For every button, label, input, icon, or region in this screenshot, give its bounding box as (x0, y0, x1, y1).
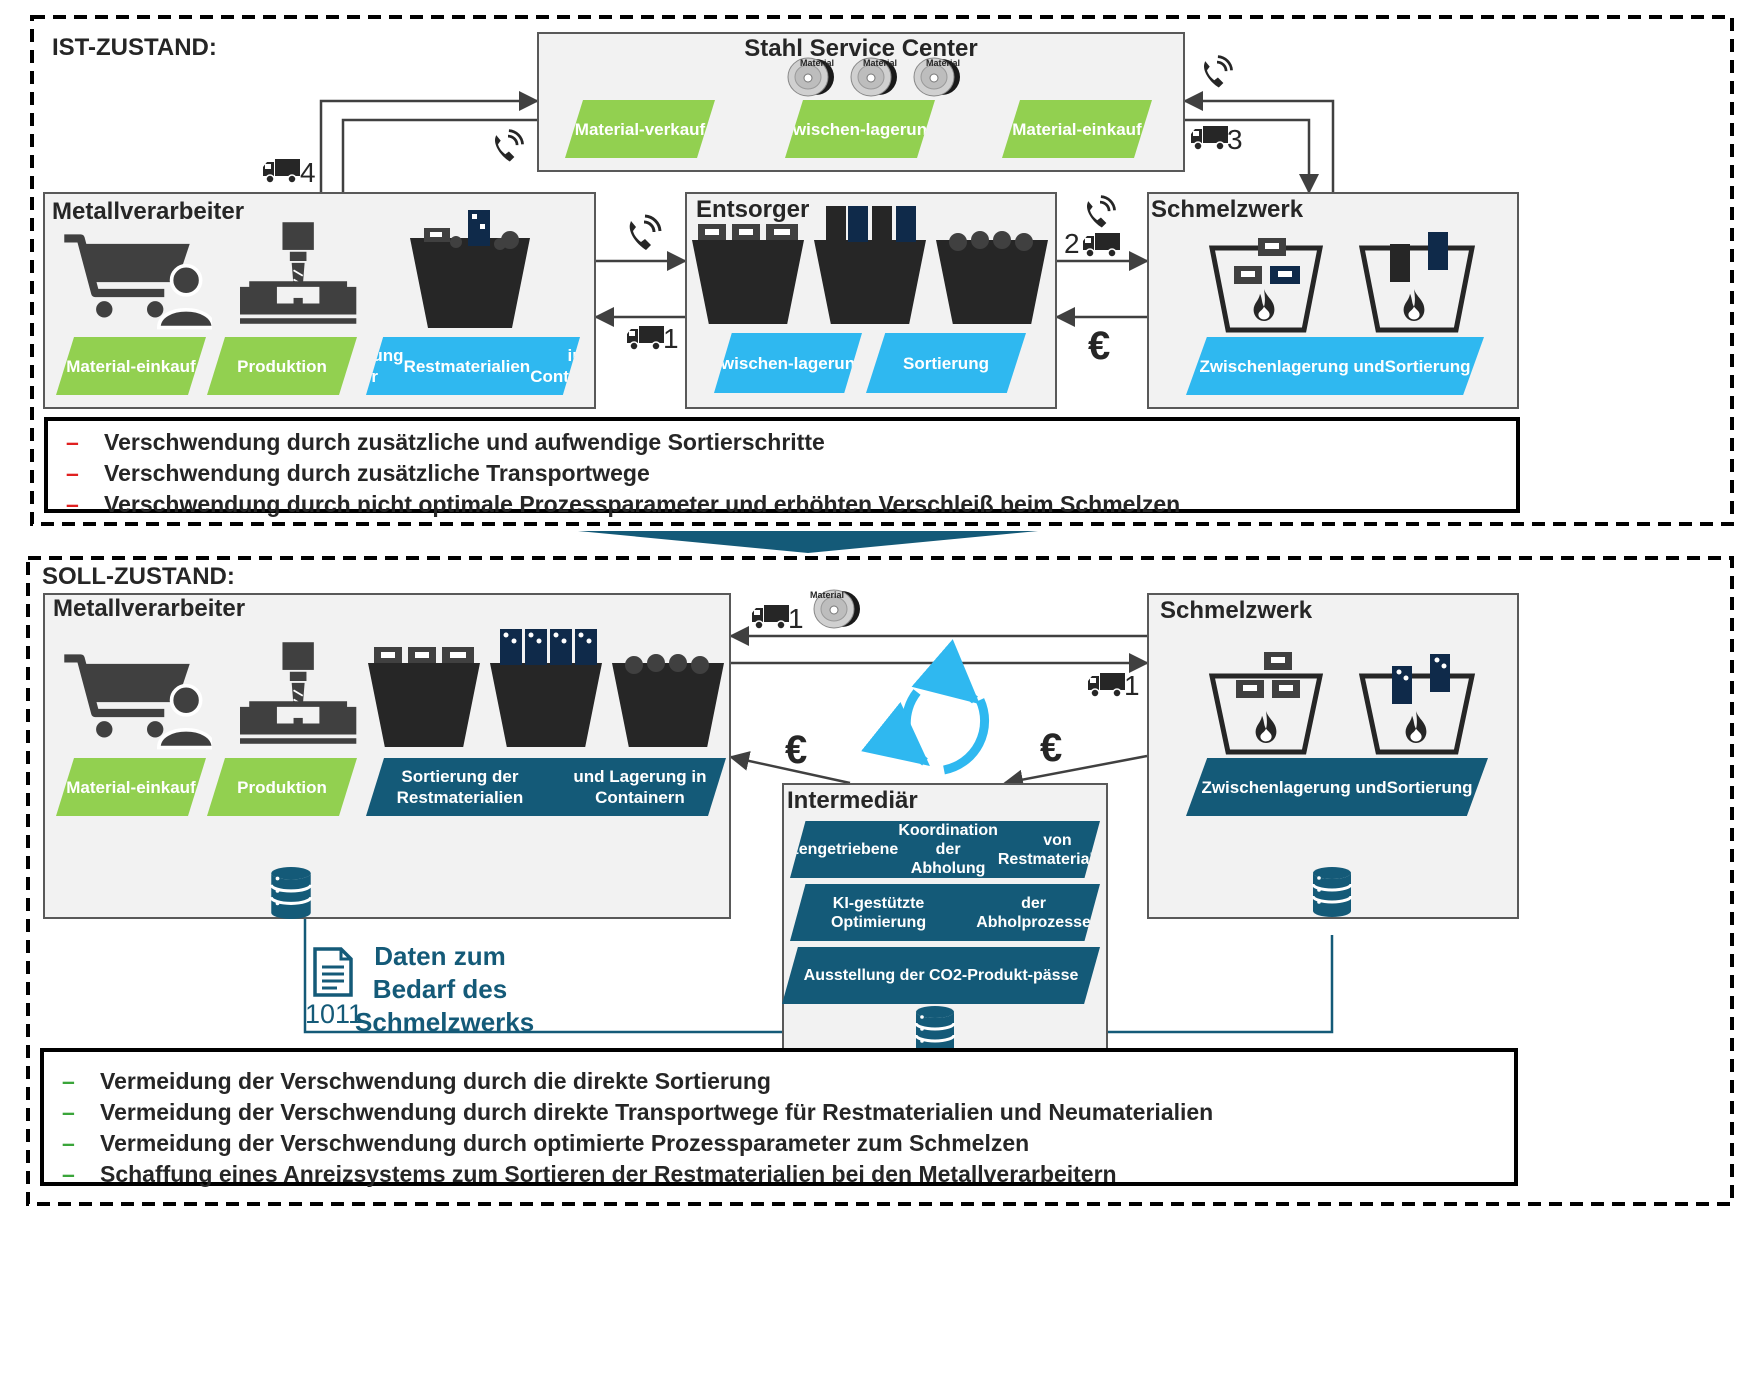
truck-icon (751, 604, 790, 630)
ssc-title: Stahl Service Center (744, 35, 978, 62)
material-rolls-icon: Material Material Material (787, 57, 961, 97)
phone-icon (493, 129, 524, 163)
route-number-1: 1 (1124, 670, 1140, 701)
cycle-arrow-right (911, 639, 980, 705)
waste-item: –Verschwendung durch zusätzliche und auf… (66, 429, 825, 455)
ist-metall-materialeinkauf: Material-einkauf (56, 337, 206, 395)
benefit-item: –Vermeidung der Verschwendung durch dire… (62, 1099, 1214, 1125)
roll-label: Material (800, 58, 834, 68)
euro-icon: € (785, 728, 808, 772)
ssc-materialverkauf: Material-verkauf (565, 100, 715, 158)
arrow-metall-to-ssc (319, 91, 539, 192)
route-number-1: 1 (788, 603, 804, 634)
roll-label: Material (926, 58, 960, 68)
furnace-icons (1208, 232, 1476, 333)
ist-metall-produktion: Produktion (207, 337, 357, 395)
milling-machine-icon (240, 222, 358, 324)
ist-label: IST-ZUSTAND: (52, 34, 217, 61)
ssc-materialeinkauf: Material-einkauf (1002, 100, 1152, 158)
arrow-intermediaer-to-metall (729, 751, 851, 785)
route-number-4: 4 (300, 157, 316, 188)
ist-waste-list: –Verschwendung durch zusätzliche und auf… (44, 417, 1520, 517)
document-icon (313, 947, 353, 997)
transition-chevron (578, 531, 1038, 553)
phone-icon (1202, 55, 1233, 89)
phone-icon (1085, 195, 1116, 229)
milling-machine-icon (240, 642, 358, 744)
sorted-containers-icon (368, 629, 724, 747)
cart-icon (62, 233, 212, 333)
ist-frame (30, 15, 1734, 526)
euro-icon: € (1088, 324, 1111, 368)
cart-icon (62, 653, 212, 753)
truck-icon (1082, 232, 1121, 258)
furnace-icons (1208, 652, 1476, 755)
intermediaer-title: Intermediär (787, 787, 918, 814)
arrow-schmelz-to-ssc (1183, 91, 1335, 192)
truck-icon (1087, 672, 1126, 698)
arrow-ssc-to-metall (341, 118, 537, 192)
soll-metall-title: Metallverarbeiter (53, 595, 246, 622)
container-icon (410, 210, 530, 328)
benefit-item: –Vermeidung der Verschwendung durch opti… (62, 1130, 1030, 1156)
entsorger-zwischenlagerung: Zwischen-lagerung (714, 333, 862, 393)
route-number-1: 1 (663, 323, 679, 354)
soll-benefit-list: –Vermeidung der Verschwendung durch die … (40, 1048, 1518, 1187)
benefit-item: –Vermeidung der Verschwendung durch die … (62, 1068, 771, 1094)
roll-label: Material (863, 58, 897, 68)
database-icon (270, 866, 312, 920)
truck-icon (626, 325, 665, 351)
database-icon (1312, 866, 1352, 918)
waste-item: –Verschwendung durch zusätzliche Transpo… (66, 460, 650, 486)
cycle-arrow-right-lower (942, 698, 990, 775)
soll-frame (26, 556, 1734, 1206)
soll-label: SOLL-ZUSTAND: (42, 563, 235, 590)
ist-schmelz-title: Schmelzwerk (1151, 196, 1304, 223)
euro-icon: € (1040, 726, 1063, 770)
ssc-zwischenlagerung: Zwischen-lagerung (785, 100, 935, 158)
soll-metall-materialeinkauf: Material-einkauf (56, 758, 206, 816)
roll-label: Material (810, 590, 844, 600)
phone-icon (628, 214, 662, 252)
soll-schmelz-box (1147, 593, 1519, 919)
binary-label: 1011 (305, 999, 364, 1029)
arrow-ssc-to-schmelz (1185, 118, 1319, 194)
entsorger-sortierung: Sortierung (866, 333, 1026, 393)
benefit-item: –Schaffung eines Anreizsystems zum Sorti… (62, 1161, 1117, 1187)
ist-metall-title: Metallverarbeiter (52, 198, 245, 225)
ist-metall-lagerung: Lagerung derRestmaterialienin Containern (366, 337, 580, 395)
sorted-containers-icon (692, 206, 1048, 324)
truck-icon (1190, 125, 1229, 151)
intermediaer-co2-paesse: Ausstellung der CO2-Produkt-pässe (782, 947, 1100, 1004)
cycle-arrow-left (861, 689, 930, 766)
truck-icon (262, 158, 301, 184)
route-number-2: 2 (1064, 228, 1080, 259)
soll-schmelz-title: Schmelzwerk (1160, 597, 1313, 624)
soll-metall-produktion: Produktion (207, 758, 357, 816)
entsorger-title: Entsorger (696, 196, 810, 223)
material-roll-icon: Material (810, 589, 861, 629)
route-number-3: 3 (1227, 124, 1243, 155)
waste-item: –Verschwendung durch nicht optimale Proz… (66, 491, 1181, 517)
arrow-schmelz-to-intermediaer (1003, 754, 1148, 790)
